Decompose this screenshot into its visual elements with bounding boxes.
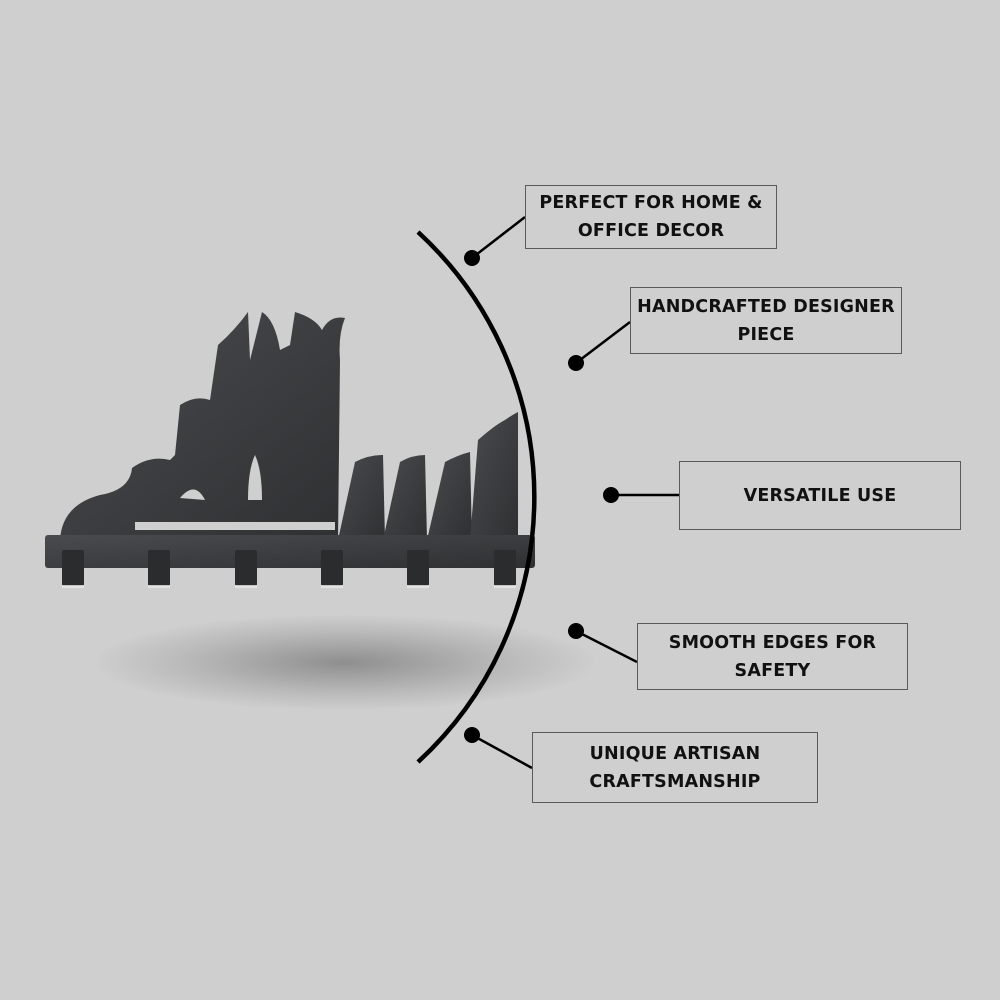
feature-label: PERFECT FOR HOME & OFFICE DECOR — [539, 193, 763, 241]
connector-dot — [568, 355, 584, 371]
connector-dot — [603, 487, 619, 503]
hook-row — [62, 550, 516, 586]
connector-dot — [464, 250, 480, 266]
feature-label: VERSATILE USE — [743, 485, 897, 506]
connector-line — [575, 321, 631, 364]
feature-box-versatile: VERSATILE USE — [679, 461, 961, 530]
connector-line — [471, 216, 526, 259]
connector-line — [471, 733, 533, 770]
hook — [321, 550, 343, 586]
feature-label: HANDCRAFTED DESIGNER PIECE — [637, 296, 895, 345]
hook — [235, 550, 257, 586]
hook — [407, 550, 429, 586]
feature-box-home-office: PERFECT FOR HOME & OFFICE DECOR — [525, 185, 777, 249]
feature-label: SMOOTH EDGES FOR SAFETY — [668, 632, 877, 681]
curved-arc-line — [416, 230, 537, 764]
hook — [148, 550, 170, 586]
feature-box-handcrafted: HANDCRAFTED DESIGNER PIECE — [630, 287, 902, 354]
connector-dot — [568, 623, 584, 639]
connector-dot — [464, 727, 480, 743]
hook — [62, 550, 84, 586]
feature-box-artisan: UNIQUE ARTISAN CRAFTSMANSHIP — [532, 732, 818, 803]
feature-box-smooth-edges: SMOOTH EDGES FOR SAFETY — [637, 623, 908, 690]
connector-line — [575, 629, 638, 664]
feature-label: UNIQUE ARTISAN CRAFTSMANSHIP — [589, 743, 761, 792]
hook — [494, 550, 516, 586]
product-shadow — [95, 615, 595, 710]
